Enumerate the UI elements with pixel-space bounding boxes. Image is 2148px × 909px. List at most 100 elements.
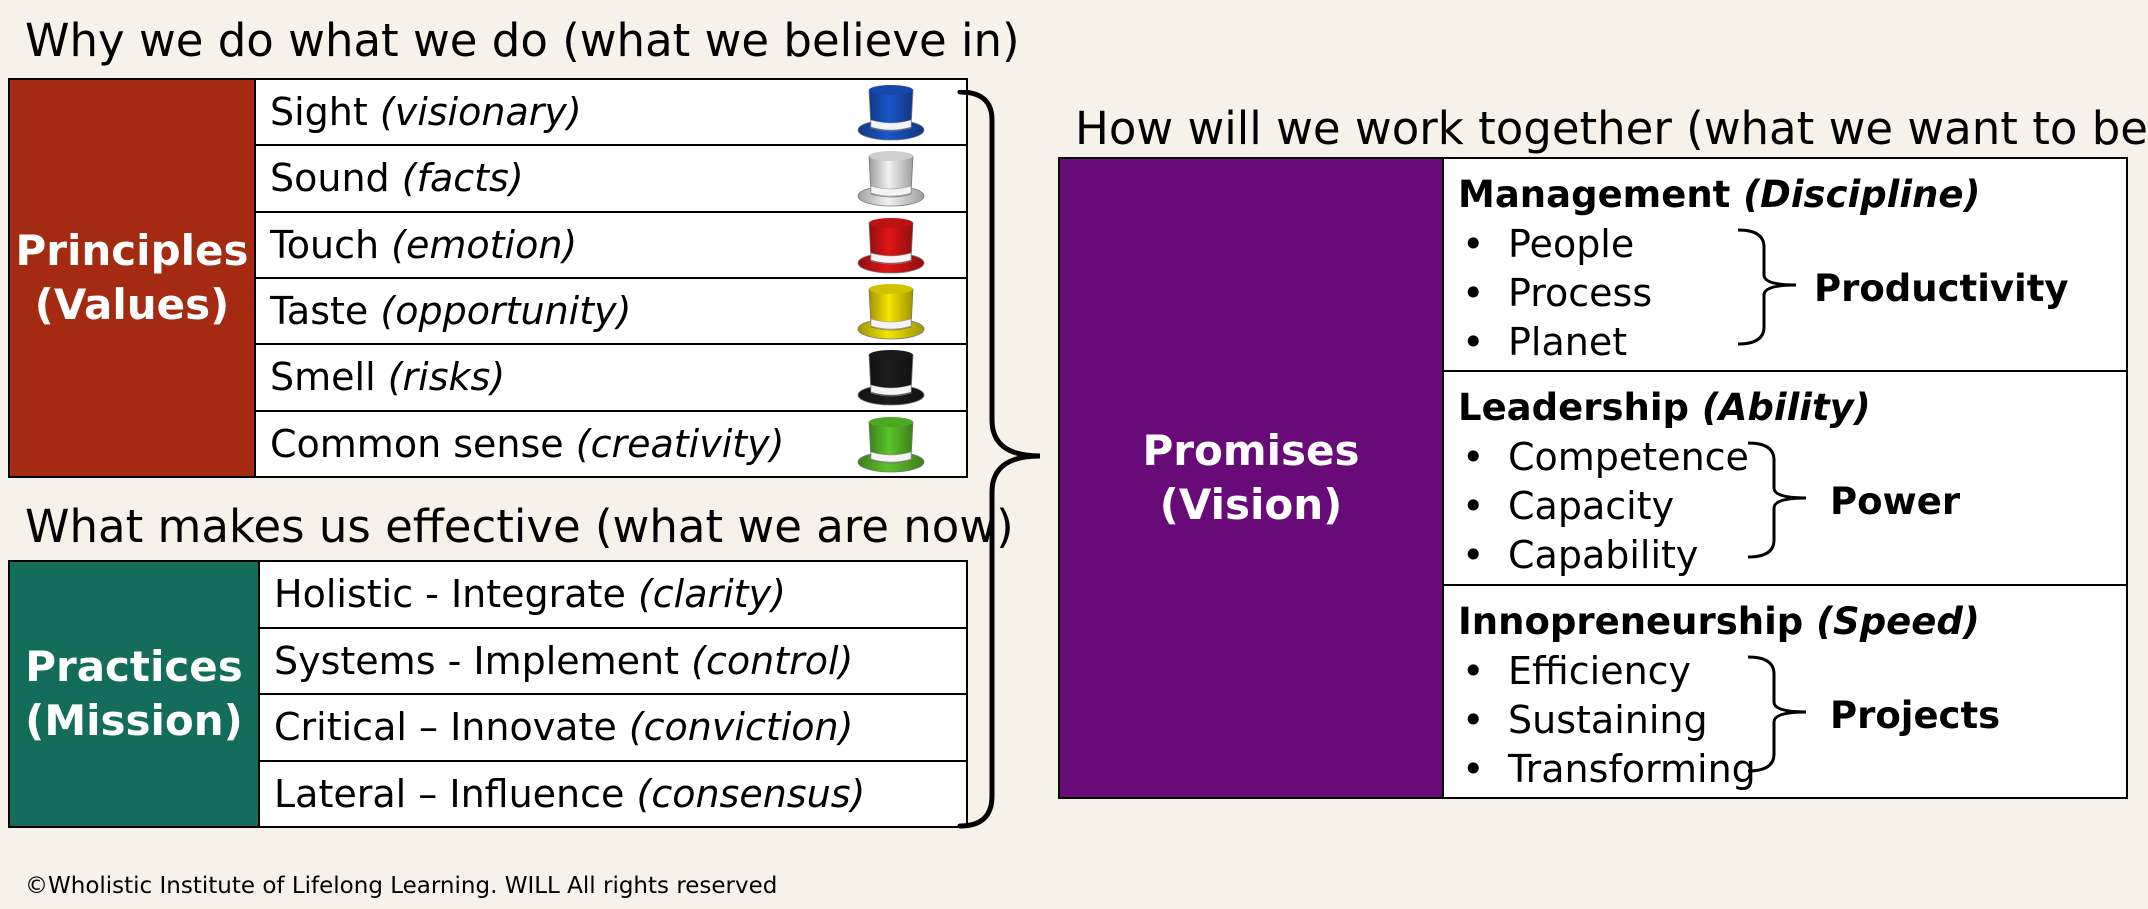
bullet-glyph: • bbox=[1462, 271, 1485, 315]
yellow-hat-icon bbox=[857, 284, 925, 340]
section-title: Innopreneurship (Speed) bbox=[1458, 600, 2126, 643]
bullet-list: • Competence • Capacity • Capability bbox=[1458, 433, 2126, 580]
practices-rows: Holistic - Integrate (clarity) Systems -… bbox=[260, 562, 966, 826]
principle-term: Touch bbox=[270, 222, 380, 267]
promises-label-line2: (Vision) bbox=[1159, 480, 1343, 529]
practices-label-line2: (Mission) bbox=[25, 696, 243, 745]
list-item-text: Capacity bbox=[1508, 484, 1675, 529]
principle-detail: (emotion) bbox=[391, 222, 578, 267]
list-item: • People bbox=[1458, 220, 2126, 269]
practice-row-holistic: Holistic - Integrate (clarity) bbox=[260, 562, 966, 627]
principle-detail: (risks) bbox=[387, 355, 506, 400]
list-item: • Planet bbox=[1458, 318, 2126, 367]
connecting-brace bbox=[957, 90, 1041, 829]
red-hat-icon bbox=[857, 217, 925, 274]
principle-term: Smell bbox=[270, 355, 376, 400]
blue-hat-icon bbox=[857, 85, 925, 141]
list-item: • Sustaining bbox=[1458, 696, 2126, 745]
bullet-glyph: • bbox=[1462, 648, 1485, 693]
section-qualifier: (Speed) bbox=[1816, 599, 1980, 643]
principle-row-taste: Taste (opportunity) bbox=[256, 276, 966, 343]
principle-detail: (facts) bbox=[401, 156, 524, 201]
principle-detail: (creativity) bbox=[575, 421, 785, 466]
list-item-text: Transforming bbox=[1508, 746, 1756, 791]
black-hat-icon bbox=[857, 350, 925, 406]
practice-term: Critical – Innovate bbox=[274, 705, 617, 750]
section-management: Management (Discipline) • People • Process… bbox=[1444, 159, 2126, 370]
bullet-glyph: • bbox=[1462, 484, 1485, 529]
section-brace bbox=[1747, 655, 1807, 773]
list-item-text: Planet bbox=[1508, 320, 1628, 364]
section-brace bbox=[1747, 441, 1807, 559]
section-title: Management (Discipline) bbox=[1458, 173, 2126, 216]
promises-label-line1: Promises bbox=[1142, 426, 1360, 476]
list-item-text: People bbox=[1508, 222, 1635, 266]
section-qualifier: (Ability) bbox=[1701, 386, 1871, 430]
principle-row-smell: Smell (risks) bbox=[256, 343, 966, 409]
section-title-text: Leadership bbox=[1458, 386, 1689, 430]
list-item-text: Process bbox=[1508, 271, 1653, 315]
bullet-glyph: • bbox=[1462, 746, 1485, 791]
principle-term: Common sense bbox=[270, 421, 564, 466]
list-item-text: Capability bbox=[1508, 533, 1699, 578]
list-item-text: Efficiency bbox=[1508, 648, 1692, 693]
white-hat-icon bbox=[857, 151, 925, 207]
practice-detail: (control) bbox=[691, 638, 854, 683]
practice-row-systems: Systems - Implement (control) bbox=[260, 626, 966, 694]
promises-heading: How will we work together (what we want … bbox=[1075, 102, 2148, 155]
list-item: • Transforming bbox=[1458, 745, 2126, 794]
section-title-text: Management bbox=[1458, 173, 1731, 216]
copyright-footer: ©Wholistic Institute of Lifelong Learnin… bbox=[25, 873, 778, 899]
principle-row-common-sense: Common sense (creativity) bbox=[256, 409, 966, 476]
practice-detail: (clarity) bbox=[637, 572, 786, 617]
principles-heading: Why we do what we do (what we believe in… bbox=[25, 14, 1020, 67]
principles-table: Principles (Values) Sight (visionary) So… bbox=[8, 78, 968, 478]
bullet-glyph: • bbox=[1462, 435, 1485, 480]
bullet-glyph: • bbox=[1462, 697, 1485, 742]
list-item: • Efficiency bbox=[1458, 647, 2126, 696]
practices-label: Practices (Mission) bbox=[10, 562, 260, 826]
list-item: • Capability bbox=[1458, 531, 2126, 580]
principle-term: Sight bbox=[270, 90, 368, 135]
section-title: Leadership (Ability) bbox=[1458, 386, 2126, 429]
promises-label: Promises (Vision) bbox=[1060, 159, 1444, 797]
practice-term: Holistic - Integrate bbox=[274, 572, 626, 617]
practice-row-critical: Critical – Innovate (conviction) bbox=[260, 693, 966, 760]
section-result: Productivity bbox=[1814, 267, 2069, 310]
section-qualifier: (Discipline) bbox=[1743, 173, 1981, 216]
promises-table: Promises (Vision) Management (Discipline… bbox=[1058, 157, 2128, 799]
section-result: Power bbox=[1830, 480, 1961, 524]
section-innopreneurship: Innopreneurship (Speed) • Efficiency • Sus… bbox=[1444, 583, 2126, 797]
principle-detail: (opportunity) bbox=[380, 289, 632, 334]
practices-table: Practices (Mission) Holistic - Integrate… bbox=[8, 560, 968, 828]
bullet-list: • People • Process • Planet bbox=[1458, 220, 2126, 367]
practices-label-line1: Practices bbox=[25, 642, 243, 692]
principle-term: Sound bbox=[270, 156, 390, 201]
list-item: • Capacity bbox=[1458, 482, 2126, 531]
section-result: Projects bbox=[1830, 693, 2001, 737]
list-item: • Competence bbox=[1458, 433, 2126, 482]
section-brace bbox=[1737, 228, 1797, 346]
list-item-text: Sustaining bbox=[1508, 697, 1708, 742]
list-item-text: Competence bbox=[1508, 435, 1749, 480]
promises-sections: Management (Discipline) • People • Process… bbox=[1444, 159, 2126, 797]
principle-row-sound: Sound (facts) bbox=[256, 144, 966, 210]
principles-label-line2: (Values) bbox=[34, 280, 230, 329]
practice-row-lateral: Lateral – Influence (consensus) bbox=[260, 759, 966, 827]
bullet-list: • Efficiency • Sustaining • Transforming bbox=[1458, 647, 2126, 794]
principle-detail: (visionary) bbox=[379, 90, 582, 135]
principle-row-touch: Touch (emotion) bbox=[256, 210, 966, 277]
practice-detail: (consensus) bbox=[636, 771, 866, 816]
green-hat-icon bbox=[857, 416, 925, 473]
section-title-text: Innopreneurship bbox=[1458, 599, 1804, 643]
bullet-glyph: • bbox=[1462, 222, 1485, 266]
practice-term: Lateral – Influence bbox=[274, 771, 625, 816]
bullet-glyph: • bbox=[1462, 320, 1485, 364]
principles-label-line1: Principles bbox=[15, 226, 249, 276]
principles-label: Principles (Values) bbox=[10, 80, 256, 476]
bullet-glyph: • bbox=[1462, 533, 1485, 578]
principle-row-sight: Sight (visionary) bbox=[256, 80, 966, 144]
practice-term: Systems - Implement bbox=[274, 638, 680, 683]
principle-term: Taste bbox=[270, 289, 369, 334]
practices-heading: What makes us effective (what we are now… bbox=[25, 500, 1014, 553]
